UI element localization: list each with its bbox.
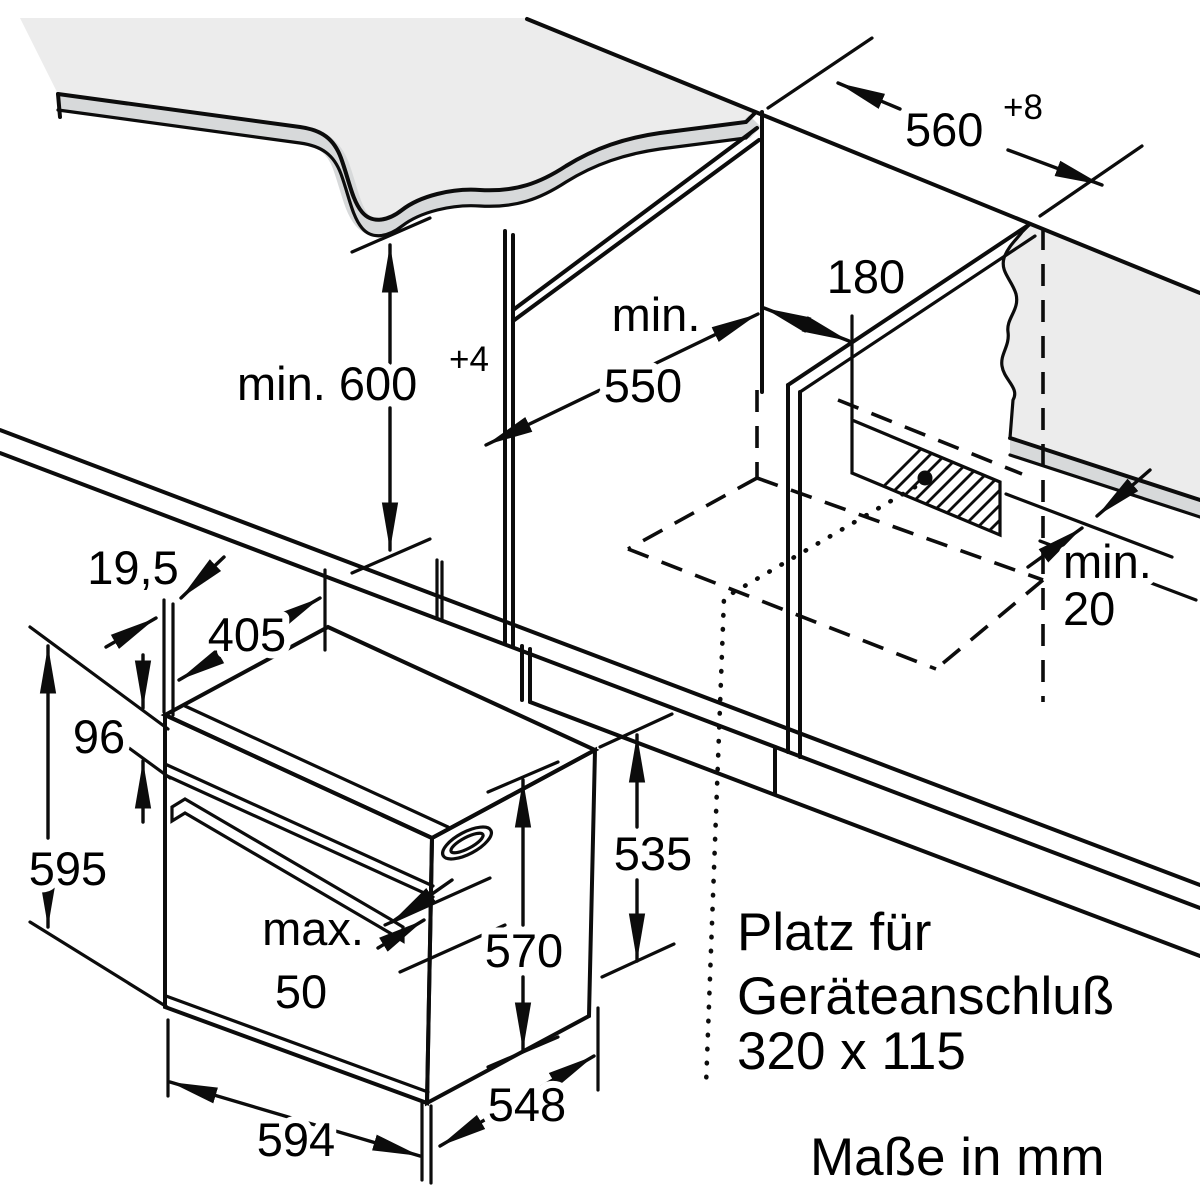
connection-note-line2: Geräteanschluß: [737, 967, 1114, 1026]
niche-height-label: min. 600: [237, 357, 417, 410]
niche-depth-label-min: min.: [612, 288, 701, 341]
rear-gap-label-value: 20: [1063, 582, 1115, 635]
top-depth-label: 405: [208, 608, 286, 661]
depth-label: 548: [488, 1078, 566, 1131]
height-rear-label: 535: [614, 827, 692, 880]
niche-width-tolerance: +8: [1003, 88, 1043, 127]
dim-front-height: [28, 644, 169, 1009]
connection-note-line3: 320 x 115: [737, 1022, 966, 1081]
units-note: Maße in mm: [810, 1128, 1104, 1187]
dim-niche-depth: [484, 312, 760, 447]
dim-top-depth: [177, 568, 327, 682]
connection-note-line1: Platz für: [737, 903, 931, 962]
niche-depth-label-value: 550: [604, 359, 682, 412]
overhang-label-max: max.: [262, 902, 364, 955]
overhang-label-value: 50: [275, 965, 327, 1018]
dim-width: [166, 1018, 433, 1185]
door-proud-label: 19,5: [87, 541, 178, 594]
connection-point-dot: [917, 470, 933, 486]
dim-overhang: [376, 876, 507, 974]
width-label: 594: [257, 1113, 335, 1166]
rear-gap-label-min: min.: [1063, 535, 1152, 588]
dim-connection-offset: [762, 306, 851, 343]
dim-depth: [438, 1006, 600, 1148]
niche-hidden-edges: [627, 228, 1045, 702]
niche-width-label: 560: [905, 103, 983, 156]
dim-rear-gap: [1004, 468, 1198, 602]
tall-cabinet: [435, 110, 1037, 796]
labels: min. 600 +4 min. 550 180 560 +8 min. 20 …: [22, 81, 1159, 1187]
niche-height-tolerance: +4: [449, 340, 489, 379]
connection-leader-dotted: [703, 484, 918, 1089]
worktop-edge-band: [58, 92, 755, 238]
panel-height-label: 96: [73, 710, 125, 763]
side-wall-surface: [1001, 224, 1200, 517]
oven-grip-recess: [441, 825, 493, 861]
dim-height-front: [486, 760, 560, 1069]
worktop-surface: [20, 18, 757, 220]
height-front-label: 570: [485, 924, 563, 977]
connection-offset-label: 180: [827, 250, 905, 303]
dim-panel-height: [28, 625, 172, 824]
oven: [160, 624, 600, 1107]
dim-niche-width: [766, 36, 1144, 218]
dim-door-proud: [104, 555, 226, 717]
dim-niche-height: [350, 216, 432, 575]
dim-height-rear: [598, 712, 676, 979]
front-height-label: 595: [29, 842, 107, 895]
